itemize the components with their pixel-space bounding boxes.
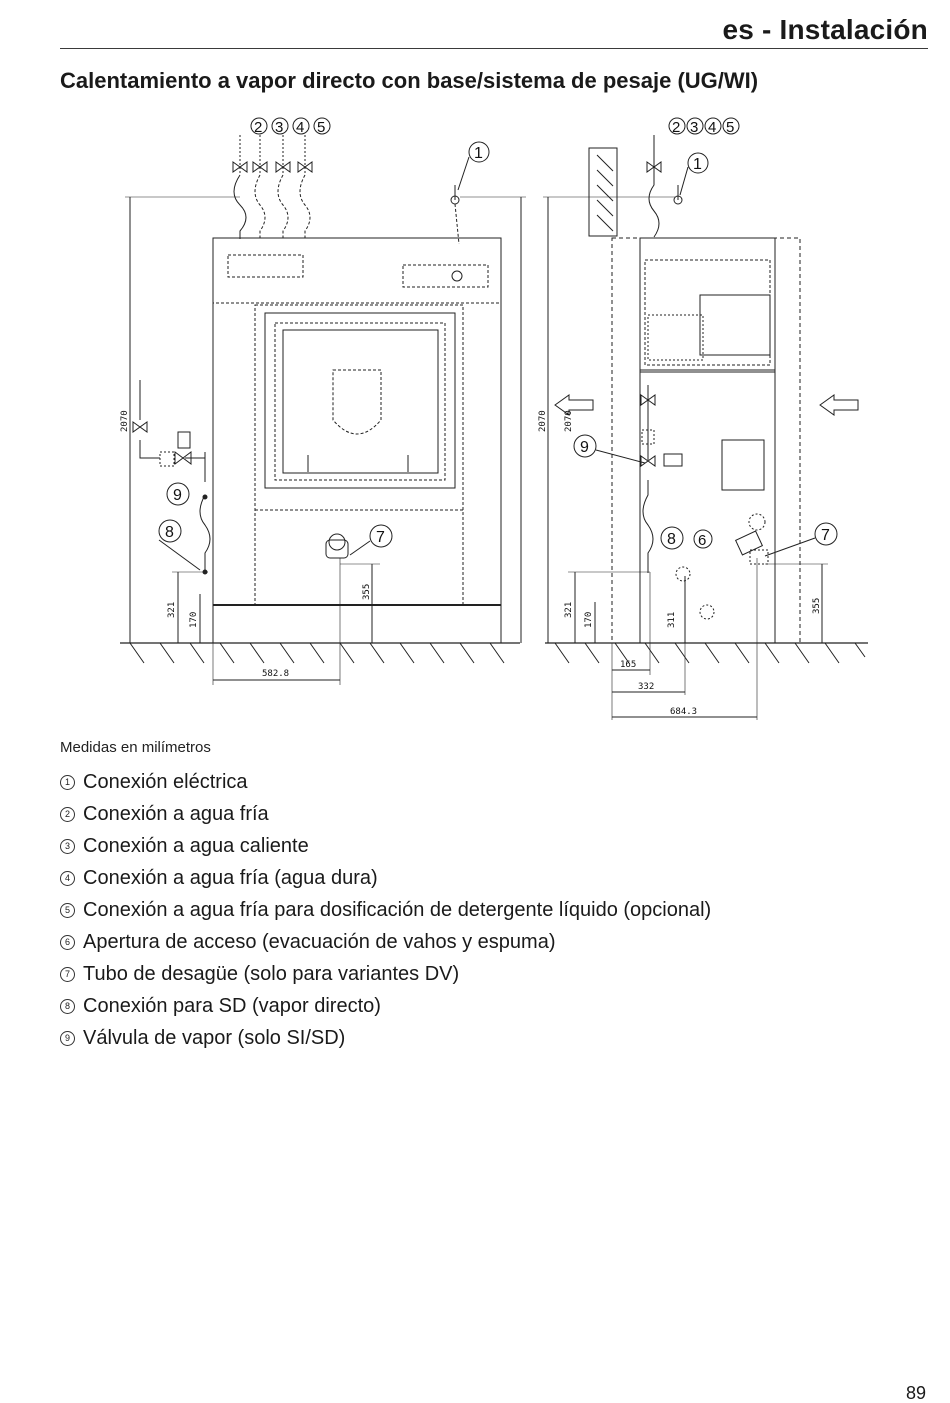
callout-side-8: 8 (667, 531, 676, 548)
callout-front-3: 3 (275, 119, 283, 136)
legend-item: 6 Apertura de acceso (evacuación de vahos… (60, 926, 711, 958)
callout-front-4: 4 (296, 119, 304, 136)
page-header: es - Instalación (60, 10, 928, 49)
front-dim-582: 582.8 (262, 669, 289, 679)
side-dim-311: 311 (667, 612, 677, 628)
legend-item: 3 Conexión a agua caliente (60, 830, 711, 862)
legend-text: Tubo de desagüe (solo para variantes DV) (83, 963, 460, 985)
legend-text: Conexión a agua fría para dosificación d… (83, 899, 712, 921)
legend-number: 2 (60, 806, 75, 822)
legend-number: 4 (60, 870, 75, 886)
front-machine-body (212, 237, 502, 644)
page-number: 89 (905, 1383, 926, 1403)
callout-side-5: 5 (726, 119, 734, 136)
legend-text: Conexión eléctrica (83, 771, 248, 793)
installation-drawing: 2070 2070 321 170 355 582.8 2070 321 170… (0, 100, 950, 730)
legend-item: 2 Conexión a agua fría (60, 798, 711, 830)
legend-number: 7 (60, 966, 75, 982)
figure-caption: Medidas en milímetros (60, 739, 211, 756)
legend-number: 5 (60, 902, 75, 918)
side-dim-332: 332 (638, 682, 654, 692)
front-dim-321: 321 (167, 602, 177, 618)
legend-item: 8 Conexión para SD (vapor directo) (60, 990, 711, 1022)
callout-side-2: 2 (672, 119, 680, 136)
front-dim-height-left: 2070 (120, 410, 130, 432)
callout-front-7: 7 (376, 529, 385, 546)
front-dim-height-right: 2070 (538, 410, 548, 432)
legend-text: Conexión a agua caliente (83, 835, 309, 857)
header-title: es - Instalación (722, 14, 928, 45)
legend-number: 1 (60, 774, 75, 790)
callout-front-9: 9 (173, 487, 182, 504)
legend-item: 5 Conexión a agua fría para dosificación … (60, 894, 711, 926)
side-dim-170: 170 (584, 612, 594, 628)
callout-side-4: 4 (708, 119, 716, 136)
front-view (120, 135, 526, 685)
legend-text: Conexión a agua fría (83, 803, 269, 825)
legend-number: 9 (60, 1030, 75, 1046)
legend-text: Válvula de vapor (solo SI/SD) (83, 1027, 346, 1049)
legend-item: 7 Tubo de desagüe (solo para variantes DV… (60, 958, 711, 990)
callout-front-8: 8 (165, 524, 174, 541)
side-dim-height: 2070 (564, 410, 574, 432)
side-dim-321: 321 (564, 602, 574, 618)
callout-side-3: 3 (690, 119, 698, 136)
callout-side-1: 1 (693, 156, 702, 173)
side-dim-684: 684.3 (670, 707, 697, 717)
front-dim-355: 355 (362, 584, 372, 600)
callout-front-1: 1 (474, 145, 483, 162)
legend-text: Conexión para SD (vapor directo) (83, 995, 381, 1017)
callout-front-5: 5 (317, 119, 325, 136)
legend-item: 1 Conexión eléctrica (60, 766, 711, 798)
callout-front-2: 2 (254, 119, 262, 136)
callout-side-9: 9 (580, 439, 589, 456)
legend-number: 6 (60, 934, 75, 950)
front-dim-170: 170 (189, 612, 199, 628)
callout-side-6: 6 (698, 532, 706, 549)
legend-item: 4 Conexión a agua fría (agua dura) (60, 862, 711, 894)
legend-text: Conexión a agua fría (agua dura) (83, 867, 378, 889)
side-view (543, 135, 868, 720)
legend-number: 8 (60, 998, 75, 1014)
legend-item: 9 Válvula de vapor (solo SI/SD) (60, 1022, 711, 1054)
side-dim-165: 165 (620, 660, 636, 670)
callout-side-7: 7 (821, 527, 830, 544)
technical-drawing: 2070 2070 321 170 355 582.8 2070 321 170… (120, 117, 868, 720)
legend-number: 3 (60, 838, 75, 854)
side-dim-355: 355 (812, 598, 822, 614)
section-title: Calentamiento a vapor directo con base/s… (60, 68, 759, 93)
legend-text: Apertura de acceso (evacuación de vahos … (83, 931, 556, 953)
